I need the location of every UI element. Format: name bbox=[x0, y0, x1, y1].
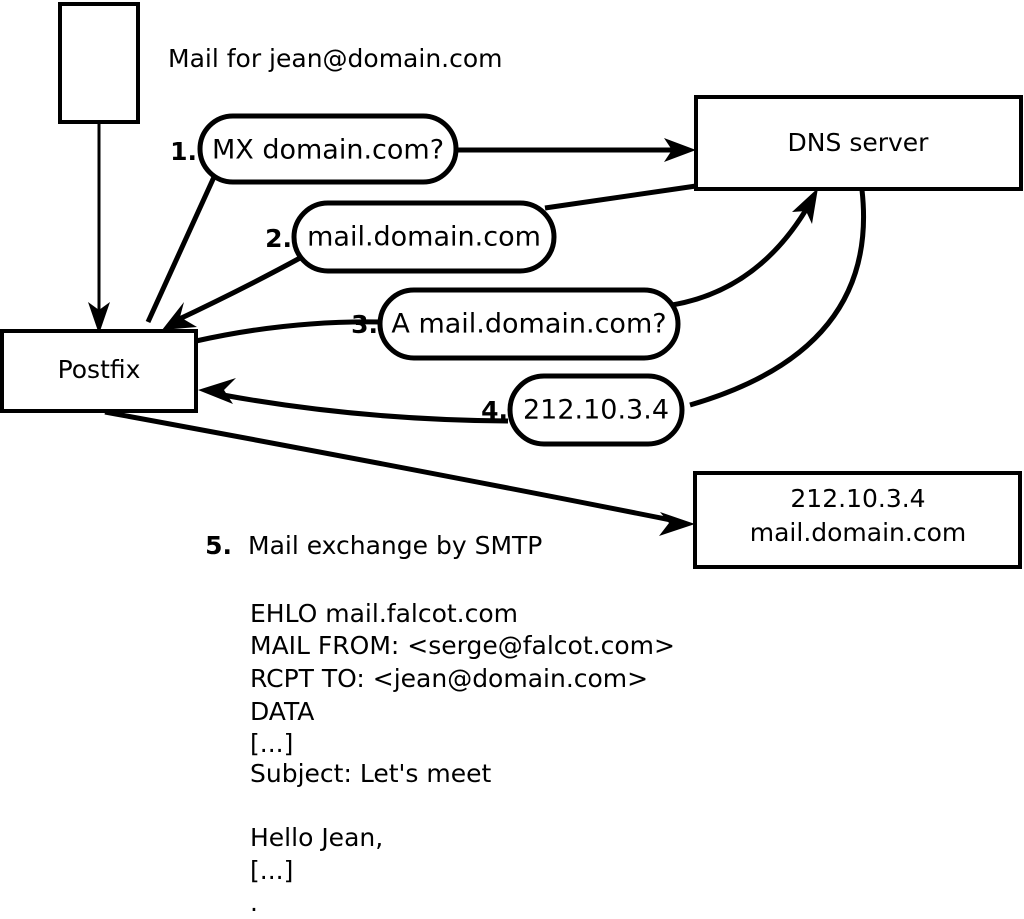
diagram-title: Mail for jean@domain.com bbox=[168, 44, 503, 73]
dns-server-box bbox=[694, 95, 1023, 191]
client-box bbox=[58, 2, 140, 124]
edge-step4-to-postfix bbox=[222, 392, 509, 424]
smtp-line-1: MAIL FROM: <serge@falcot.com> bbox=[250, 631, 675, 660]
edge-dns-to-step4 bbox=[689, 189, 866, 408]
arrowhead-postfix-to-mailserver bbox=[659, 512, 695, 536]
step-2-bubble bbox=[291, 200, 557, 274]
postfix-label: Postfix bbox=[58, 355, 141, 384]
step-3-bubble bbox=[377, 287, 681, 361]
step-3-label: A mail.domain.com? bbox=[391, 309, 666, 340]
step-5-label: Mail exchange by SMTP bbox=[248, 531, 542, 560]
step-4-label: 212.10.3.4 bbox=[523, 395, 669, 426]
step-2-label: mail.domain.com bbox=[307, 222, 541, 253]
step-5-number: 5. bbox=[205, 531, 232, 560]
edge-postfix-to-step3 bbox=[195, 319, 384, 344]
arrowhead-step2-to-postfix bbox=[162, 302, 197, 330]
step-1-label: MX domain.com? bbox=[212, 135, 444, 166]
smtp-line-2: RCPT TO: <jean@domain.com> bbox=[250, 664, 648, 693]
arrowhead-step3-to-dns bbox=[792, 188, 818, 224]
arrowhead-step1-to-dns bbox=[664, 138, 696, 162]
smtp-line-5: Subject: Let's meet bbox=[250, 759, 491, 788]
smtp-line-8: [...] bbox=[250, 856, 293, 885]
mail-server-ip-label: 212.10.3.4 bbox=[790, 484, 925, 513]
smtp-line-3: DATA bbox=[250, 697, 314, 726]
step-1-bubble bbox=[197, 113, 459, 185]
smtp-line-4: [...] bbox=[250, 729, 293, 758]
arrowhead-client-to-postfix bbox=[88, 302, 110, 334]
mail-server-box bbox=[693, 471, 1022, 569]
smtp-line-0: EHLO mail.falcot.com bbox=[250, 599, 518, 628]
edge-postfix-to-step1 bbox=[145, 175, 217, 324]
mail-server-host-label: mail.domain.com bbox=[750, 518, 966, 547]
postfix-box bbox=[0, 329, 198, 413]
edge-dns-to-step2 bbox=[544, 183, 697, 211]
dns-server-label: DNS server bbox=[788, 128, 930, 157]
step-1-number: 1. bbox=[170, 137, 197, 166]
smtp-line-9: . bbox=[250, 888, 258, 917]
arrowhead-step4-to-postfix bbox=[198, 378, 236, 404]
smtp-line-7: Hello Jean, bbox=[250, 823, 383, 852]
edge-step3-to-dns bbox=[671, 201, 813, 308]
edge-step2-to-postfix bbox=[171, 255, 302, 325]
step-2-number: 2. bbox=[265, 224, 292, 253]
step-4-number: 4. bbox=[481, 396, 508, 425]
step-3-number: 3. bbox=[351, 310, 378, 339]
step-4-bubble bbox=[507, 373, 685, 447]
edge-postfix-to-mailserver bbox=[104, 409, 677, 524]
